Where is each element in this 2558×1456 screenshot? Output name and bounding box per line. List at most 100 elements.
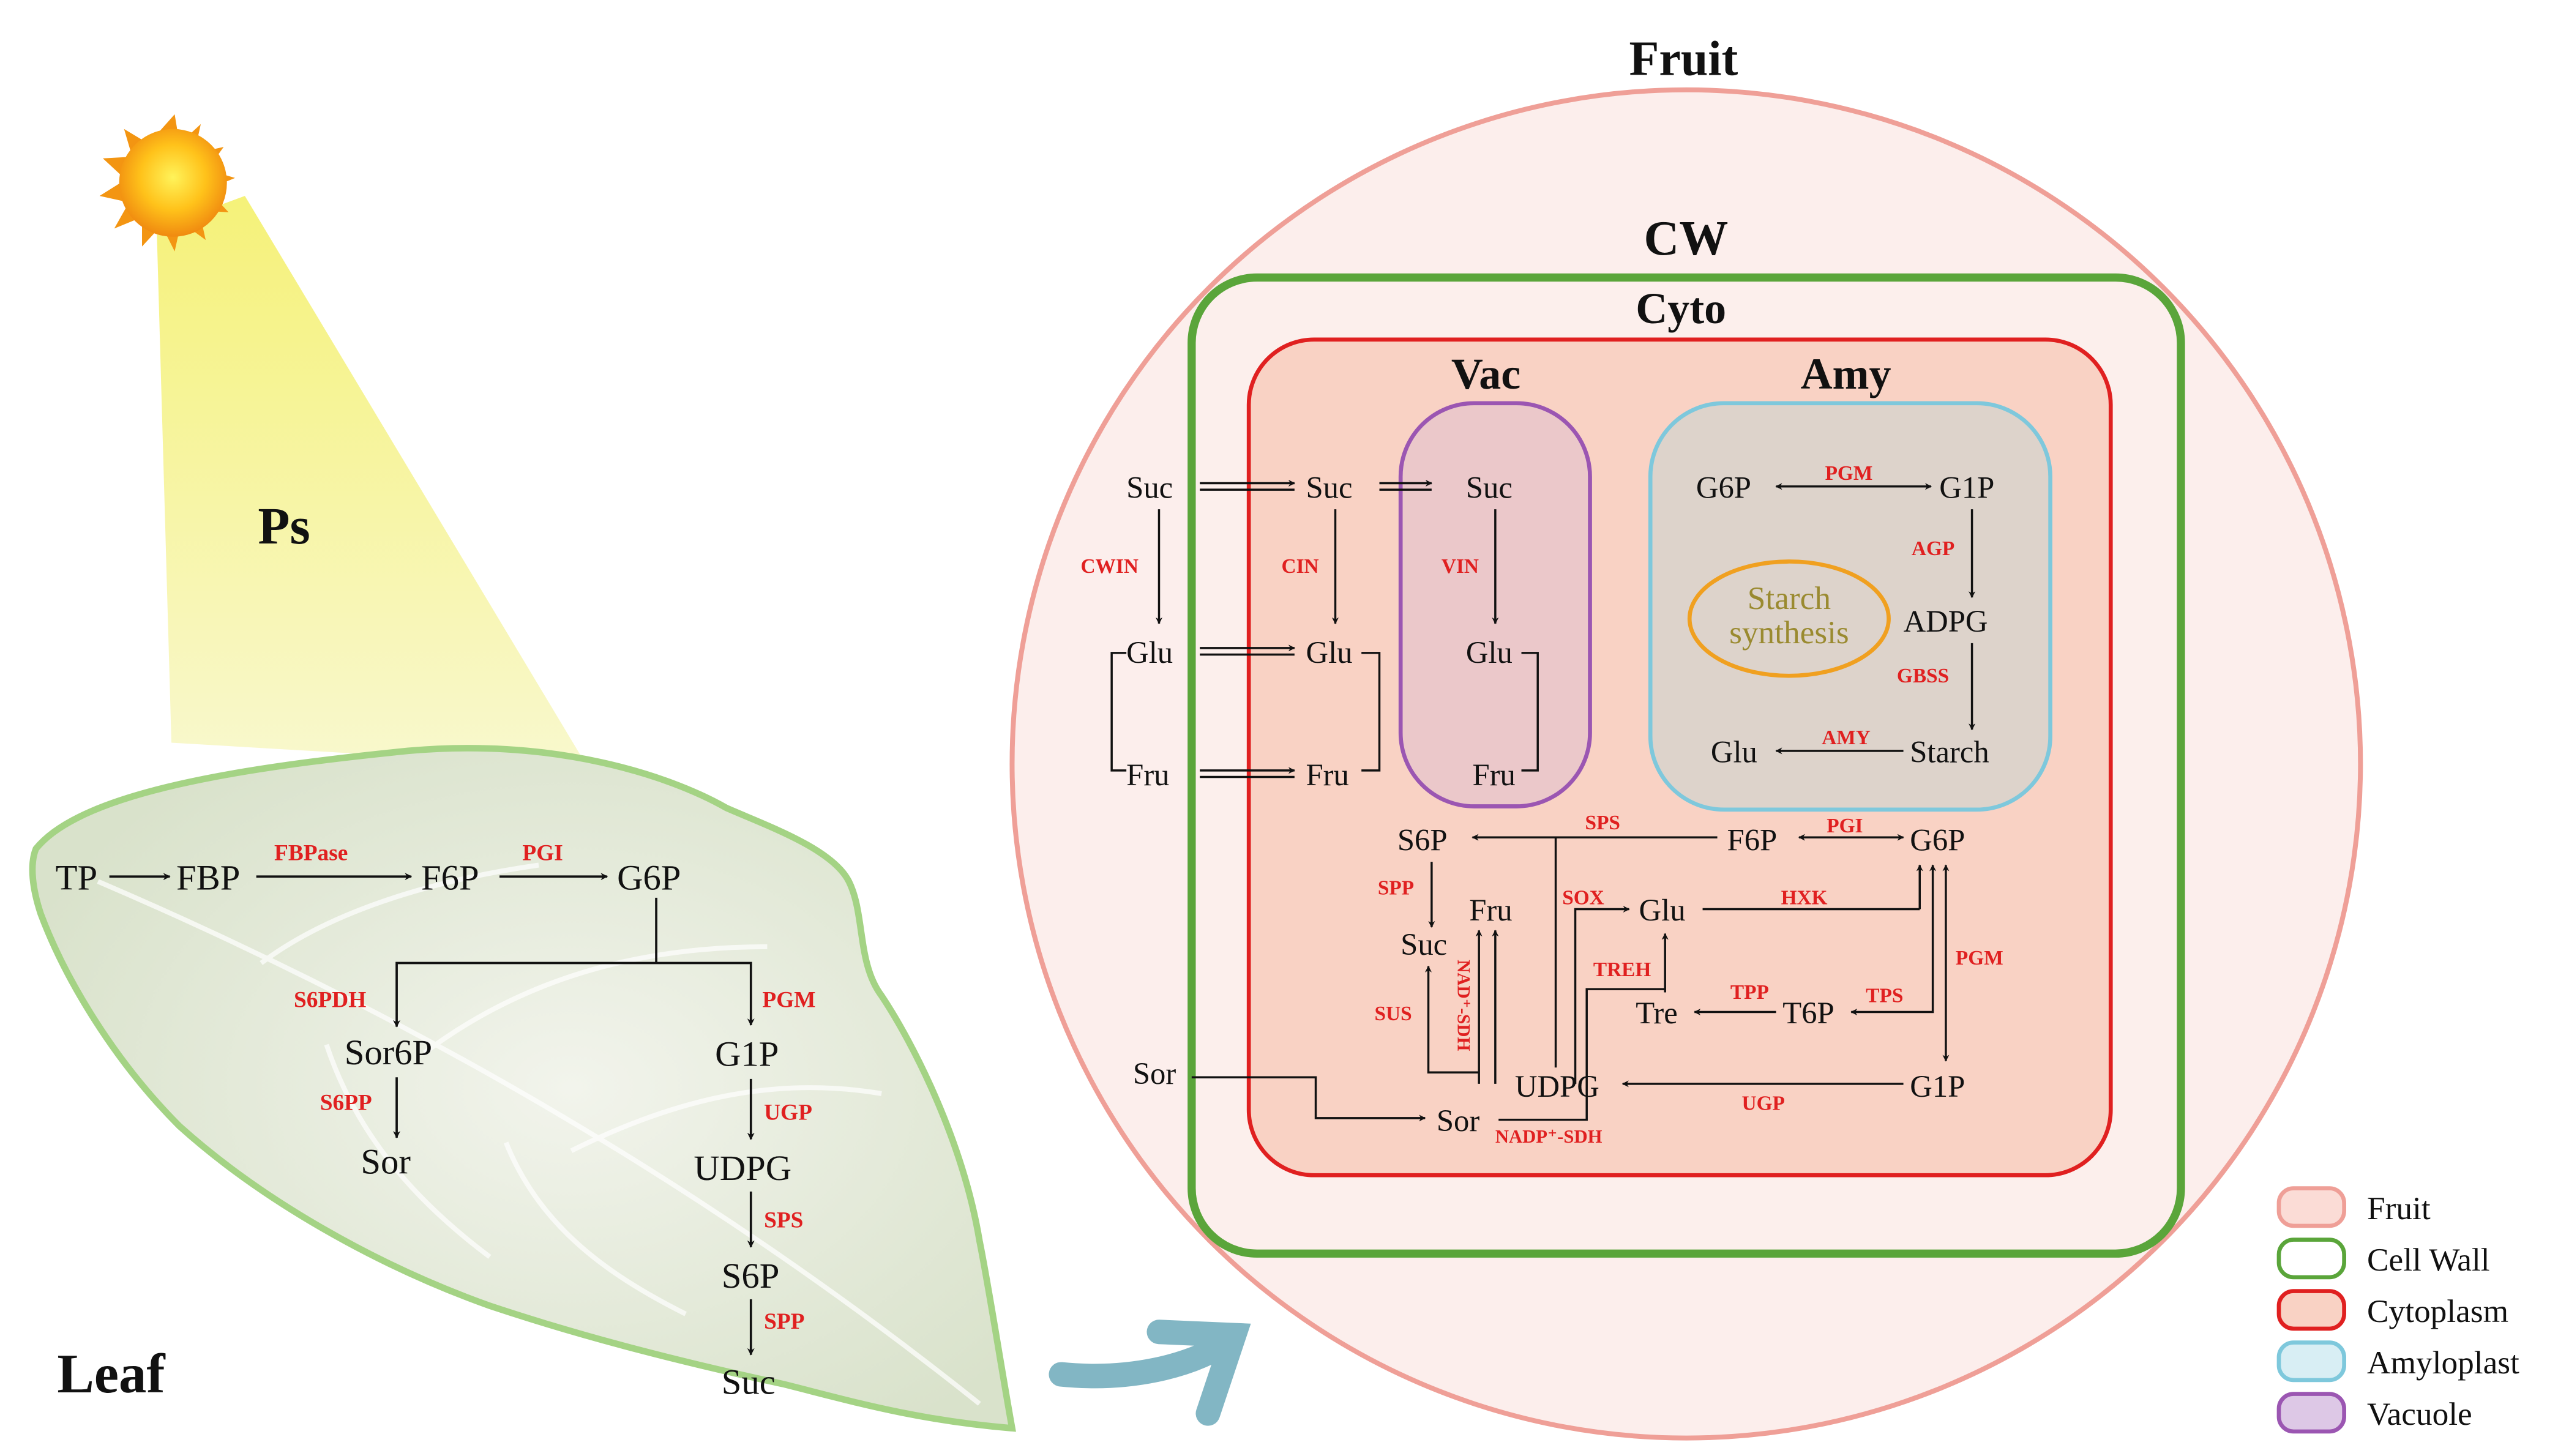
- udpg-cytoplasm: UDPG: [1515, 1069, 1599, 1103]
- suc-cytoplasm-2: Suc: [1401, 927, 1447, 961]
- glu-vacuole: Glu: [1466, 635, 1513, 670]
- g1p-amyloplast: G1P: [1939, 470, 1994, 504]
- tre: Tre: [1636, 996, 1678, 1030]
- enzyme-pgi: PGI: [1827, 815, 1863, 837]
- s6p-cytoplasm: S6P: [1397, 823, 1448, 857]
- legend-swatch: [2276, 1289, 2346, 1331]
- legend-item: Amyloplast: [2276, 1340, 2519, 1383]
- legend-label: Vacuole: [2367, 1395, 2472, 1432]
- enzyme-gbss: GBSS: [1897, 665, 1949, 687]
- leaf-s6p: S6P: [722, 1256, 780, 1296]
- legend-item: Cytoplasm: [2276, 1289, 2508, 1331]
- glu-amyloplast: Glu: [1711, 735, 1757, 769]
- enzyme-pgm-amyloplast: PGM: [1825, 462, 1873, 485]
- glu-cytoplasm-2: Glu: [1639, 893, 1686, 927]
- g6p-amyloplast: G6P: [1696, 470, 1751, 504]
- legend-label: Cell Wall: [2367, 1241, 2490, 1278]
- leaf-fbp: FBP: [176, 858, 240, 898]
- leaf-enzyme-pgi: PGI: [522, 841, 563, 866]
- leaf-enzyme-pgm: PGM: [762, 988, 815, 1013]
- enzyme-agp: AGP: [1912, 537, 1954, 560]
- leaf-tp: TP: [56, 858, 97, 898]
- t6p: T6P: [1782, 996, 1834, 1030]
- fruit-metabolites: Suc Glu Fru Sor Suc Glu Fru Suc Glu Fru …: [1126, 470, 1994, 1138]
- amyloplast-compartment: [1648, 401, 2052, 812]
- leaf-udpg: UDPG: [694, 1148, 791, 1188]
- enzyme-sps: SPS: [1585, 812, 1620, 834]
- light-beam: [157, 196, 588, 767]
- enzyme-ugp: UGP: [1742, 1092, 1785, 1115]
- sun-icon: [99, 114, 236, 252]
- cw-label: CW: [1644, 212, 1729, 266]
- enzyme-tpp: TPP: [1730, 981, 1769, 1004]
- enzyme-vin: VIN: [1442, 555, 1479, 578]
- leaf-f6p: F6P: [421, 858, 479, 898]
- legend-swatch: [2276, 1238, 2346, 1280]
- legend-swatch: [2276, 1392, 2346, 1434]
- fru-apoplast: Fru: [1126, 758, 1169, 792]
- leaf-enzyme-sps: SPS: [764, 1208, 803, 1233]
- legend-item: Vacuole: [2276, 1392, 2472, 1434]
- legend-item: Cell Wall: [2276, 1238, 2490, 1280]
- leaf-suc: Suc: [722, 1362, 776, 1402]
- legend-swatch: [2276, 1340, 2346, 1383]
- enzyme-sox: SOX: [1562, 887, 1604, 909]
- enzyme-treh: TREH: [1593, 958, 1651, 981]
- leaf-enzyme-s6pp: S6PP: [320, 1091, 372, 1116]
- transport-double-arrows: [1200, 479, 1432, 778]
- cyto-label: Cyto: [1636, 284, 1726, 333]
- leaf-pathway: TP FBP F6P G6P Sor6P Sor G1P UDPG S6P Su…: [56, 841, 816, 1402]
- legend-label: Fruit: [2367, 1190, 2431, 1226]
- legend-swatch: [2276, 1186, 2346, 1228]
- vac-label: Vac: [1451, 349, 1520, 398]
- legend-item: Fruit: [2276, 1186, 2431, 1228]
- leaf-shape: [29, 745, 1016, 1432]
- leaf-veins: [97, 862, 981, 1406]
- glu-apoplast: Glu: [1126, 635, 1173, 670]
- enzyme-spp: SPP: [1378, 877, 1414, 900]
- fruit-title: Fruit: [1629, 32, 1738, 86]
- suc-vacuole: Suc: [1466, 470, 1513, 504]
- g1p-cytoplasm: G1P: [1910, 1069, 1965, 1103]
- suc-apoplast: Suc: [1126, 470, 1173, 504]
- enzyme-cin: CIN: [1282, 555, 1319, 578]
- legend-label: Cytoplasm: [2367, 1293, 2508, 1329]
- enzyme-nad-sdh-vertical: NAD⁺-SDH: [1454, 960, 1473, 1051]
- leaf-g1p: G1P: [715, 1034, 779, 1074]
- leaf-sor6p: Sor6P: [345, 1032, 432, 1072]
- leaf-enzyme-ugp: UGP: [764, 1100, 812, 1126]
- fru-cytoplasm: Fru: [1306, 758, 1349, 792]
- leaf-g6p: G6P: [617, 858, 681, 898]
- enzyme-hxk: HXK: [1781, 887, 1828, 909]
- leaf-enzyme-spp: SPP: [764, 1309, 804, 1334]
- adpg: ADPG: [1904, 604, 1988, 638]
- suc-cytoplasm: Suc: [1306, 470, 1353, 504]
- starch-synthesis-line1: Starch: [1748, 580, 1831, 616]
- enzyme-nadp-sdh: NADP⁺-SDH: [1495, 1126, 1602, 1147]
- starch-synthesis-line2: synthesis: [1729, 614, 1849, 651]
- sor-cytoplasm: Sor: [1437, 1103, 1480, 1138]
- enzyme-tps: TPS: [1866, 985, 1903, 1007]
- leaf-label: Leaf: [57, 1343, 166, 1405]
- starch-synthesis-ring: [1687, 559, 1891, 678]
- enzyme-pgm: PGM: [1956, 947, 2003, 969]
- fru-cytoplasm-2: Fru: [1469, 893, 1512, 927]
- enzyme-amy: AMY: [1822, 726, 1871, 749]
- starch: Starch: [1910, 735, 1989, 769]
- fru-vacuole: Fru: [1473, 758, 1516, 792]
- sor-apoplast: Sor: [1133, 1056, 1176, 1091]
- g6p-cytoplasm: G6P: [1910, 823, 1965, 857]
- amy-label: Amy: [1801, 349, 1891, 398]
- leaf-sor: Sor: [361, 1142, 411, 1182]
- f6p-cytoplasm: F6P: [1727, 823, 1778, 857]
- glu-cytoplasm: Glu: [1306, 635, 1353, 670]
- leaf-enzyme-s6pdh: S6PDH: [294, 988, 366, 1013]
- enzyme-cwin: CWIN: [1080, 555, 1138, 578]
- fruit-arrows: [1110, 479, 1976, 1122]
- leaf-enzyme-fbpase: FBPase: [274, 841, 348, 866]
- transport-arrow: [1049, 1320, 1251, 1426]
- legend-label: Amyloplast: [2367, 1344, 2519, 1381]
- enzyme-sus: SUS: [1375, 1002, 1412, 1025]
